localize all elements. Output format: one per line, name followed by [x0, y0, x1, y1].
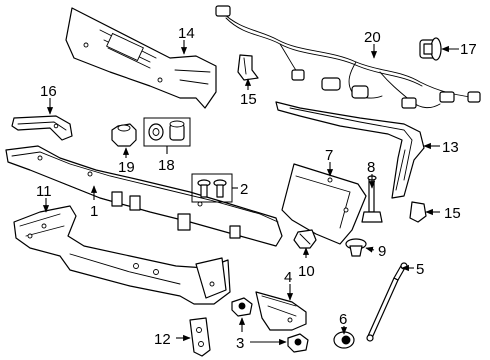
callout-5: 5: [416, 261, 424, 278]
callout-2: 2: [240, 181, 248, 198]
part-12-plate: [189, 317, 211, 357]
part-10-clip: [293, 229, 317, 249]
part-4-mount: [255, 291, 307, 331]
part-15-bumper-right: [409, 201, 427, 223]
part-11-lower-bracket: [13, 205, 231, 305]
callout-3: 3: [236, 335, 244, 352]
callout-7: 7: [325, 147, 333, 164]
part-18-bushing-set: [143, 117, 191, 147]
part-3-nut-upper: [231, 297, 253, 317]
part-13-side-bracket: [275, 101, 425, 199]
callout-20: 20: [364, 29, 381, 46]
part-1-reinforcement: [5, 145, 283, 247]
callout-16: 16: [40, 83, 57, 100]
part-7-shield: [281, 163, 367, 245]
part-2-bolts: [191, 173, 233, 203]
leader-lines: [42, 40, 459, 346]
part-5-strut: [366, 262, 408, 342]
part-6-grommet: [333, 331, 355, 349]
callout-11: 11: [36, 183, 52, 200]
part-20-wiring-harness: [215, 5, 481, 109]
part-3-nut-lower: [287, 333, 309, 353]
callout-1: 1: [90, 203, 98, 220]
callout-8: 8: [367, 159, 375, 176]
callout-13: 13: [442, 139, 459, 156]
part-15-bumper-upper: [237, 54, 259, 81]
callout-15-right: 15: [444, 205, 461, 222]
callout-10: 10: [298, 263, 315, 280]
part-9-pin: [345, 238, 367, 257]
callout-17: 17: [460, 41, 477, 58]
callout-12: 12: [154, 331, 171, 348]
callout-15-upper: 15: [240, 91, 257, 108]
part-14-panel: [65, 7, 217, 109]
callout-9: 9: [378, 243, 386, 260]
part-16-bracket: [11, 115, 73, 141]
callout-4: 4: [284, 269, 292, 286]
callout-labels: 14 20 17 15 16 19 18 13 7 8 2 11 1 15 10…: [36, 25, 477, 352]
callout-14: 14: [178, 25, 195, 42]
part-17-plug: [419, 37, 442, 61]
part-19-bushing: [111, 123, 137, 147]
callout-18: 18: [158, 157, 175, 174]
callout-6: 6: [339, 311, 347, 328]
callout-19: 19: [118, 159, 135, 176]
